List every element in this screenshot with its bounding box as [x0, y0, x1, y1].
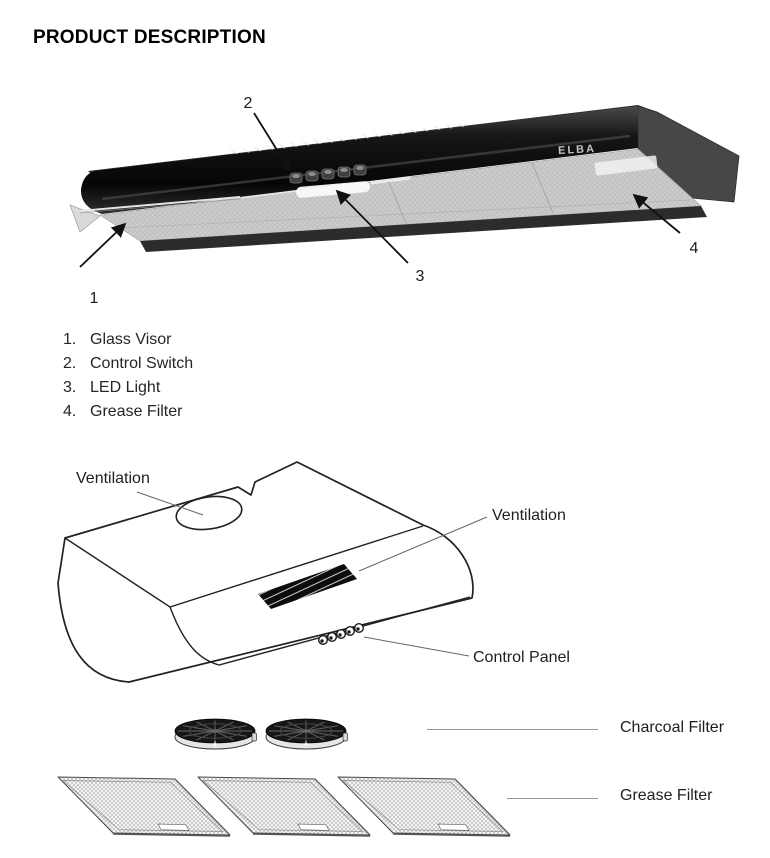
- callout-1-number: 1: [90, 290, 99, 305]
- page-title: PRODUCT DESCRIPTION: [33, 27, 266, 48]
- top-vent-hole: [175, 495, 243, 531]
- callout-4-arrow: [632, 193, 681, 234]
- charcoal-filter-disc: [265, 718, 349, 750]
- ventilation-top-leader: [136, 491, 204, 516]
- callout-arrows: [79, 112, 681, 268]
- ventilation-right-leader: [358, 516, 488, 572]
- item-number: 3.: [63, 379, 77, 396]
- hood-outline: [57, 461, 474, 683]
- item-label: Grease Filter: [90, 403, 183, 420]
- mesh-panel-dividers: [119, 162, 691, 229]
- list-item: 3. LED Light: [63, 376, 193, 400]
- callout-4-number: 4: [690, 240, 699, 257]
- grease-filter-panel: [337, 776, 511, 837]
- hood-photo-illustration: ELBA 1 2 3 4: [69, 95, 740, 305]
- glass-visor: [69, 196, 241, 233]
- grease-filter-panel: [197, 776, 371, 837]
- grease-leader-line: [507, 798, 598, 799]
- item-number: 4.: [63, 403, 77, 420]
- item-number: 2.: [63, 355, 77, 372]
- label-control-panel: Control Panel: [473, 649, 570, 666]
- front-band-line: [169, 596, 471, 666]
- charcoal-filter-disc: [174, 718, 258, 750]
- label-ventilation-top: Ventilation: [76, 470, 150, 487]
- led-light: [296, 181, 370, 198]
- item-number: 1.: [63, 331, 77, 348]
- label-grease-filter: Grease Filter: [620, 787, 713, 804]
- item-label: LED Light: [90, 379, 161, 396]
- callout-2-arrow: [253, 112, 291, 173]
- callout-2-number: 2: [244, 95, 253, 112]
- diagram-leader-lines: [136, 491, 488, 657]
- item-label: Control Switch: [90, 355, 194, 372]
- control-knobs: [318, 622, 365, 645]
- hood-bottom-frame: [140, 206, 707, 252]
- hood-front-band: [80, 106, 638, 214]
- item-label: Glass Visor: [90, 331, 172, 348]
- label-charcoal-filter: Charcoal Filter: [620, 719, 725, 736]
- parts-list: 1. Glass Visor 2. Control Switch 3. LED Lig…: [63, 328, 193, 424]
- charcoal-leader-line: [427, 729, 598, 730]
- callout-3-arrow: [335, 189, 409, 264]
- grease-filter-panel: [57, 776, 231, 837]
- control-buttons: [289, 164, 367, 184]
- brand-logo: ELBA: [558, 143, 597, 157]
- hood-line-diagram: [57, 461, 488, 683]
- grease-filters-illustration: [57, 776, 511, 837]
- control-panel-leader: [363, 636, 470, 657]
- callout-1-arrow: [79, 222, 127, 268]
- callout-3-number: 3: [416, 268, 425, 285]
- list-item: 1. Glass Visor: [63, 328, 193, 352]
- charcoal-filters-illustration: [174, 718, 349, 750]
- list-item: 2. Control Switch: [63, 352, 193, 376]
- list-item: 4. Grease Filter: [63, 400, 193, 424]
- front-vent-grille: [258, 564, 357, 609]
- label-ventilation-right: Ventilation: [492, 507, 566, 524]
